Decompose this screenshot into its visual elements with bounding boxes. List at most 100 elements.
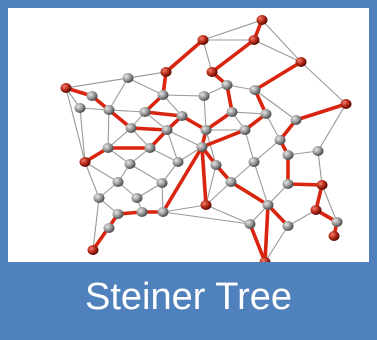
graph-edge — [107, 109, 110, 149]
steiner-node — [144, 143, 156, 153]
steiner-node — [221, 80, 233, 90]
steiner-node — [225, 177, 237, 187]
terminal-node — [79, 157, 91, 167]
graph-edge — [162, 204, 207, 213]
steiner-node — [125, 123, 137, 133]
terminal-node — [328, 231, 340, 241]
tree-edge — [200, 128, 247, 149]
tree-edge — [229, 180, 270, 207]
terminal-node — [87, 245, 99, 255]
steiner-node — [161, 125, 173, 135]
graph-edge — [287, 209, 317, 227]
graph-edge — [129, 163, 163, 184]
steiner-node — [172, 157, 184, 167]
graph-edge — [84, 161, 100, 199]
graph-edge — [205, 181, 232, 206]
steiner-node — [86, 91, 98, 101]
tree-edge — [210, 38, 256, 74]
steiner-node — [196, 142, 208, 152]
tree-edge — [164, 38, 205, 74]
graph-edge — [253, 161, 269, 206]
terminal-node — [248, 35, 260, 45]
steiner-node — [249, 85, 261, 95]
terminal-node — [206, 67, 218, 77]
terminal-node — [197, 35, 209, 45]
steiner-node — [157, 207, 169, 217]
steiner-node — [156, 178, 168, 188]
graph-edge — [254, 89, 297, 121]
steiner-node — [103, 105, 115, 115]
steiner-node — [112, 177, 124, 187]
graph-edge — [92, 197, 100, 251]
steiner-node — [282, 150, 294, 160]
steiner-node — [290, 115, 302, 125]
steiner-node — [331, 217, 343, 227]
graph-edge — [203, 95, 207, 131]
tree-edge — [161, 145, 204, 214]
tree-edge — [253, 60, 303, 92]
tree-edge — [248, 222, 267, 264]
graph-edge — [166, 129, 203, 148]
graph-edge — [84, 161, 119, 183]
graph-edge — [127, 77, 164, 96]
steiner-node — [282, 179, 294, 189]
steiner-node — [274, 135, 286, 145]
graph-edge — [205, 129, 217, 166]
terminal-node — [316, 180, 328, 190]
graph-edge — [300, 61, 347, 105]
terminal-node — [340, 99, 352, 109]
graph-edge — [108, 77, 129, 111]
graph-edge — [261, 19, 302, 63]
graph-edge — [162, 94, 205, 97]
steiner-node — [102, 143, 114, 153]
tree-edge — [200, 145, 208, 207]
caption-bar: Steiner Tree — [8, 262, 369, 332]
diagram-title: Steiner Tree — [85, 275, 292, 318]
terminal-node — [256, 15, 268, 25]
terminal-node — [310, 205, 322, 215]
steiner-node — [139, 107, 151, 117]
graph-edge — [317, 103, 347, 152]
graph-edge — [317, 150, 323, 186]
graph-edge — [162, 211, 251, 225]
tree-edge — [263, 203, 270, 264]
steiner-node — [93, 193, 105, 203]
terminal-node — [200, 200, 212, 210]
steiner-node — [122, 73, 134, 83]
tree-edge — [143, 110, 184, 118]
graph-edge — [205, 164, 217, 206]
steiner-node — [176, 111, 188, 121]
steiner-node — [226, 107, 238, 117]
steiner-node — [260, 109, 272, 119]
graph-nodes — [60, 15, 352, 267]
tree-edge — [129, 126, 169, 132]
steiner-node — [200, 125, 212, 135]
steiner-node — [248, 157, 260, 167]
graph-edge — [79, 107, 86, 163]
steiner-node — [198, 91, 210, 101]
graph-edge — [264, 225, 289, 263]
steiner-node — [124, 159, 136, 169]
tree-edge — [286, 182, 324, 187]
steiner-node — [131, 193, 143, 203]
graph-edge — [65, 87, 86, 163]
steiner-node — [210, 160, 222, 170]
graph-edge — [166, 129, 179, 163]
graph-edge — [205, 204, 251, 225]
steiner-node — [244, 219, 256, 229]
terminal-node — [295, 57, 307, 67]
graph-edge — [253, 139, 281, 163]
steiner-node — [74, 103, 86, 113]
graph-edge — [321, 184, 338, 223]
steiner-node — [136, 207, 148, 217]
steiner-node — [262, 200, 274, 210]
graph-edge — [65, 77, 129, 89]
terminal-node — [160, 67, 172, 77]
steiner-node — [103, 223, 115, 233]
steiner-node — [312, 146, 324, 156]
graph-edge — [202, 19, 263, 41]
steiner-node — [157, 90, 169, 100]
tree-edge — [294, 102, 348, 122]
graph-edge — [108, 109, 146, 113]
